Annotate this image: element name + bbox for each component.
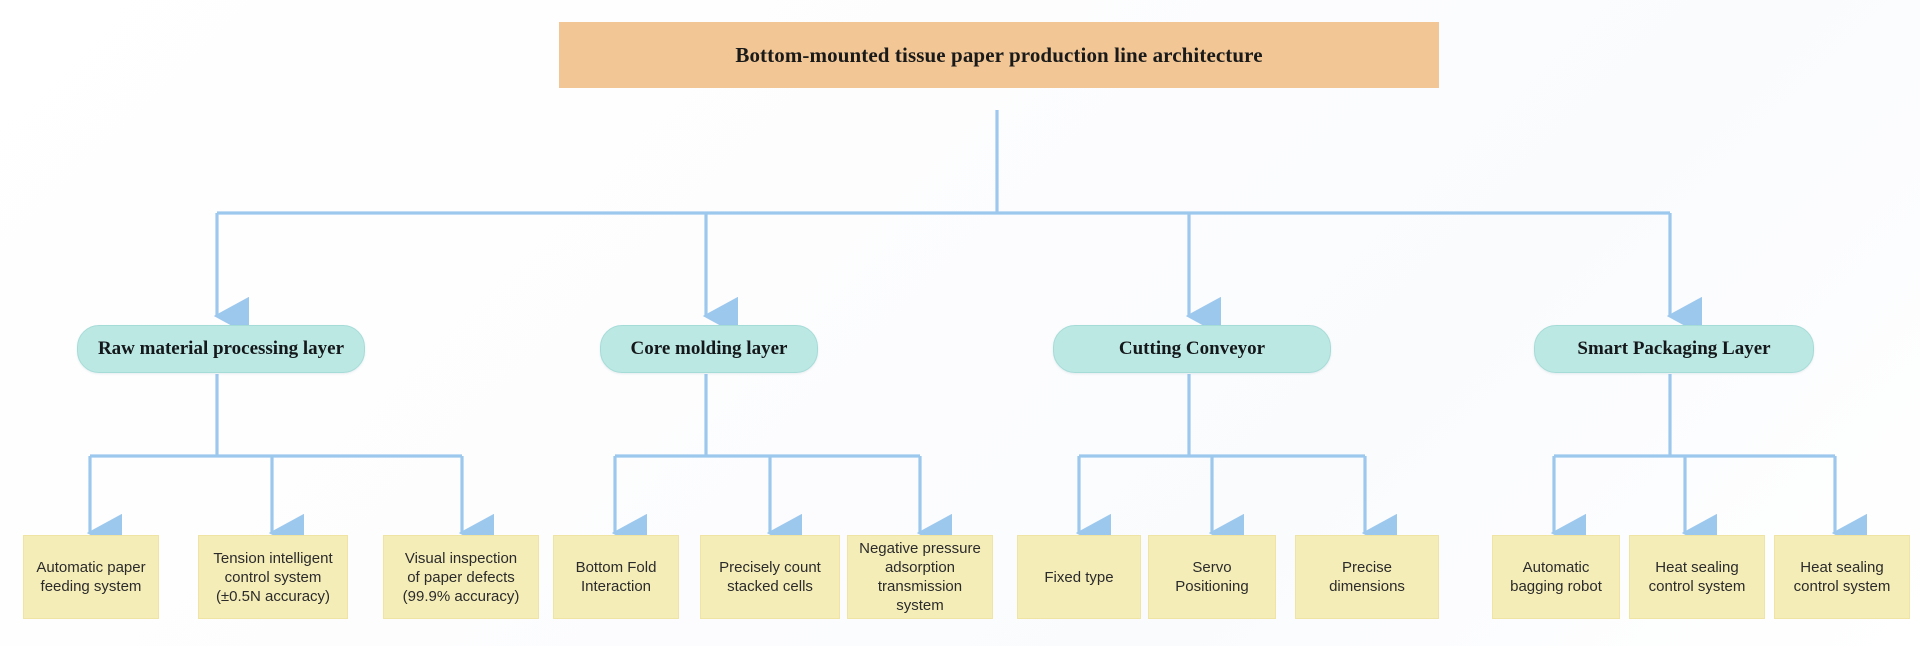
layer-node-cutting-conveyor[interactable]: Cutting Conveyor: [1053, 325, 1331, 373]
root-node-label: Bottom-mounted tissue paper production l…: [735, 42, 1263, 67]
root-node[interactable]: Bottom-mounted tissue paper production l…: [559, 22, 1439, 88]
layer-node-smart-packaging[interactable]: Smart Packaging Layer: [1534, 325, 1814, 373]
layer-node-raw-material[interactable]: Raw material processing layer: [77, 325, 365, 373]
leaf-node[interactable]: Fixed type: [1017, 535, 1141, 619]
layer-node-label: Core molding layer: [630, 338, 788, 359]
layer-node-label: Cutting Conveyor: [1118, 338, 1266, 359]
layer-node-core-molding[interactable]: Core molding layer: [600, 325, 818, 373]
layer-node-label: Raw material processing layer: [97, 338, 345, 359]
layer-node-label: Smart Packaging Layer: [1577, 338, 1771, 359]
leaf-node-label: Fixed type: [1044, 568, 1114, 586]
